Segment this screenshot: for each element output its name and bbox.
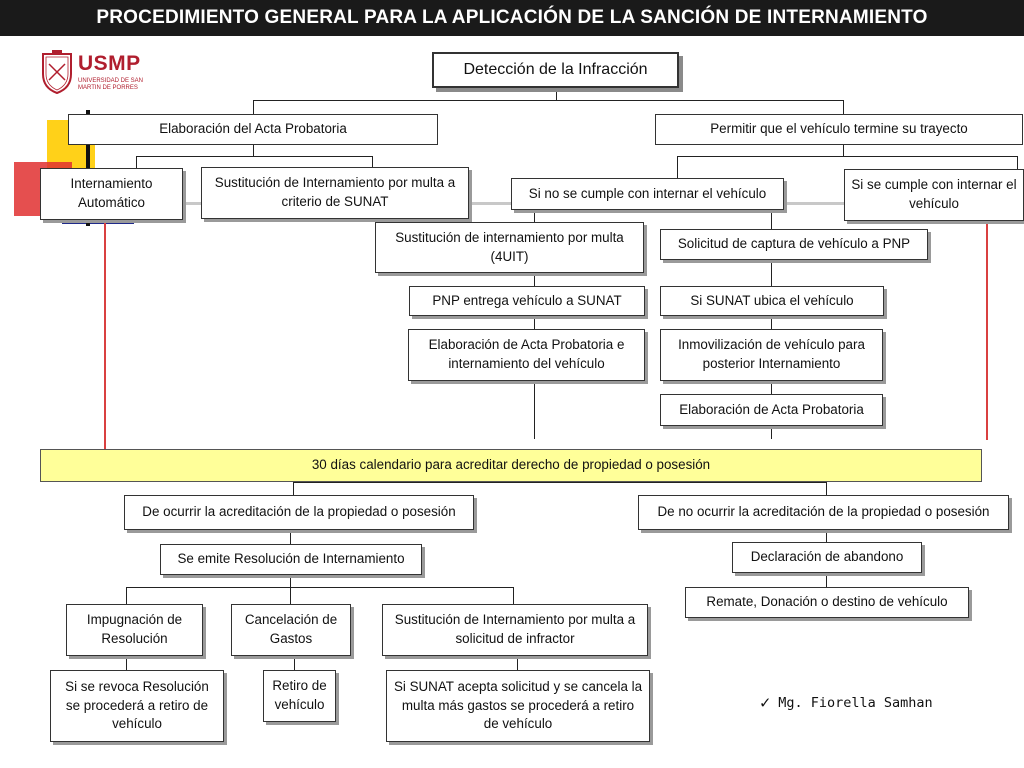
node-sustitucion-solicitud: Sustitución de Internamiento por multa a… [382, 604, 648, 656]
logo-name: USMP [78, 52, 141, 75]
usmp-logo: USMP UNIVERSIDAD DE SAN MARTIN DE PORRES [40, 48, 152, 94]
node-sunat-acepta: Si SUNAT acepta solicitud y se cancela l… [386, 670, 650, 742]
connector [826, 573, 827, 587]
red-line-left [104, 220, 106, 450]
node-sustitucion-criterio: Sustitución de Internamiento por multa a… [201, 167, 469, 219]
node-elaboracion-acta: Elaboración del Acta Probatoria [68, 114, 438, 145]
connector [534, 210, 535, 222]
node-solicitud-captura: Solicitud de captura de vehículo a PNP [660, 229, 928, 260]
node-elaboracion-acta-2: Elaboración de Acta Probatoria [660, 394, 883, 426]
connector [771, 210, 772, 229]
connector [253, 145, 254, 156]
author-name: Mg. Fiorella Samhan [778, 695, 933, 711]
node-pnp-entrega: PNP entrega vehículo a SUNAT [409, 286, 645, 316]
connector [771, 426, 772, 439]
connector [826, 530, 827, 542]
node-elaboracion-internamiento: Elaboración de Acta Probatoria e interna… [408, 329, 645, 381]
connector [136, 156, 372, 157]
connector [826, 482, 827, 495]
checkmark-icon: ✓ [760, 693, 771, 713]
node-treinta-dias: 30 días calendario para acreditar derech… [40, 449, 982, 482]
connector [293, 482, 827, 483]
connector [253, 100, 254, 114]
node-permitir-trayecto: Permitir que el vehículo termine su tray… [655, 114, 1023, 145]
connector [513, 587, 514, 604]
connector [290, 530, 291, 544]
connector [126, 656, 127, 670]
node-de-no-ocurrir: De no ocurrir la acreditación de la prop… [638, 495, 1009, 530]
node-inmovilizacion: Inmovilización de vehículo para posterio… [660, 329, 883, 381]
gray-line-2 [784, 202, 844, 205]
connector [517, 656, 518, 670]
connector [534, 316, 535, 329]
node-impugnacion: Impugnación de Resolución [66, 604, 203, 656]
connector [534, 381, 535, 439]
connector [290, 575, 291, 587]
red-line-right [986, 222, 988, 440]
connector [843, 145, 844, 156]
connector [126, 587, 127, 604]
seal-icon [42, 50, 72, 94]
logo-subtitle: UNIVERSIDAD DE SAN MARTIN DE PORRES [78, 78, 144, 91]
connector [534, 273, 535, 286]
connector [771, 381, 772, 394]
author-credit: ✓ Mg. Fiorella Samhan [760, 693, 933, 713]
connector [372, 156, 373, 167]
node-retiro: Retiro de vehículo [263, 670, 336, 722]
node-sustitucion-4uit: Sustitución de internamiento por multa (… [375, 222, 644, 273]
connector [771, 260, 772, 286]
connector [677, 156, 1017, 157]
connector [771, 316, 772, 329]
node-revoca: Si se revoca Resolución se procederá a r… [50, 670, 224, 742]
connector [556, 88, 557, 100]
connector [136, 156, 137, 168]
node-de-ocurrir: De ocurrir la acreditación de la propied… [124, 495, 474, 530]
connector [294, 656, 295, 670]
connector [677, 156, 678, 178]
connector [253, 100, 843, 101]
node-no-cumple: Si no se cumple con internar el vehículo [511, 178, 784, 210]
node-internamiento-automatico: Internamiento Automático [40, 168, 183, 220]
connector [290, 587, 291, 604]
node-cancelacion: Cancelación de Gastos [231, 604, 351, 656]
node-sunat-ubica: Si SUNAT ubica el vehículo [660, 286, 884, 316]
connector [1017, 156, 1018, 169]
page-title: PROCEDIMIENTO GENERAL PARA LA APLICACIÓN… [0, 0, 1024, 36]
node-resolucion: Se emite Resolución de Internamiento [160, 544, 422, 575]
node-si-cumple: Si se cumple con internar el vehículo [844, 169, 1024, 221]
node-deteccion: Detección de la Infracción [432, 52, 679, 88]
connector [126, 587, 513, 588]
connector [293, 482, 294, 495]
connector [843, 100, 844, 114]
node-declaracion: Declaración de abandono [732, 542, 922, 573]
node-remate: Remate, Donación o destino de vehículo [685, 587, 969, 618]
